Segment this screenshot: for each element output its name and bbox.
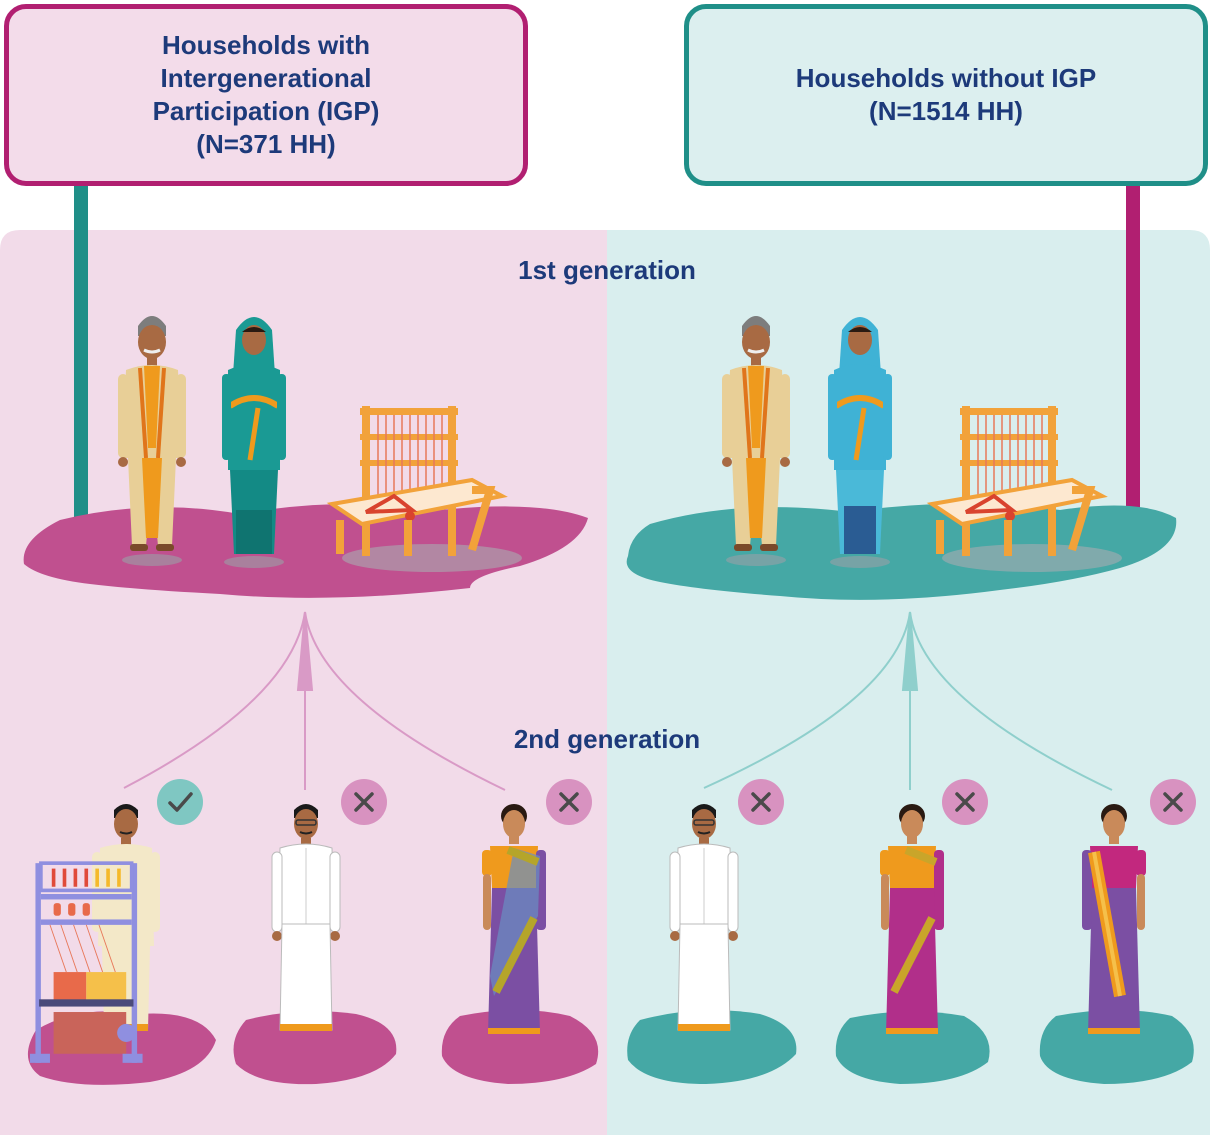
no-igp-label-line-2: (N=1514 HH) <box>869 96 1023 126</box>
igp-households-label-box: Households with Intergenerational Partic… <box>4 4 528 186</box>
no-igp-households-label-box: Households without IGP (N=1514 HH) <box>684 4 1208 186</box>
igp-label-line-2: Intergenerational <box>160 63 372 93</box>
left-second-gen-ground-2 <box>233 1011 397 1085</box>
igp-households-label: Households with Intergenerational Partic… <box>153 29 380 161</box>
right-second-gen-ground-3 <box>1039 1010 1194 1084</box>
first-generation-label: 1st generation <box>518 255 696 285</box>
check-icon <box>157 779 203 825</box>
cross-icon <box>942 779 988 825</box>
cross-icon <box>1150 779 1196 825</box>
second-generation-label: 2nd generation <box>513 724 701 754</box>
cross-icon <box>738 779 784 825</box>
cross-icon <box>341 779 387 825</box>
igp-label-line-1: Households with <box>162 30 370 60</box>
cross-icon <box>546 779 592 825</box>
left-branch-connector <box>123 611 506 791</box>
right-branch-connector <box>703 611 1113 791</box>
right-second-gen-ground-1 <box>627 1010 797 1084</box>
igp-label-line-4: (N=371 HH) <box>196 129 336 159</box>
no-igp-households-label: Households without IGP (N=1514 HH) <box>796 62 1096 128</box>
right-second-gen-ground-2 <box>835 1011 990 1084</box>
igp-label-line-3: Participation (IGP) <box>152 96 380 126</box>
no-igp-label-line-1: Households without IGP <box>795 63 1097 93</box>
left-second-gen-ground-3 <box>441 1010 599 1084</box>
